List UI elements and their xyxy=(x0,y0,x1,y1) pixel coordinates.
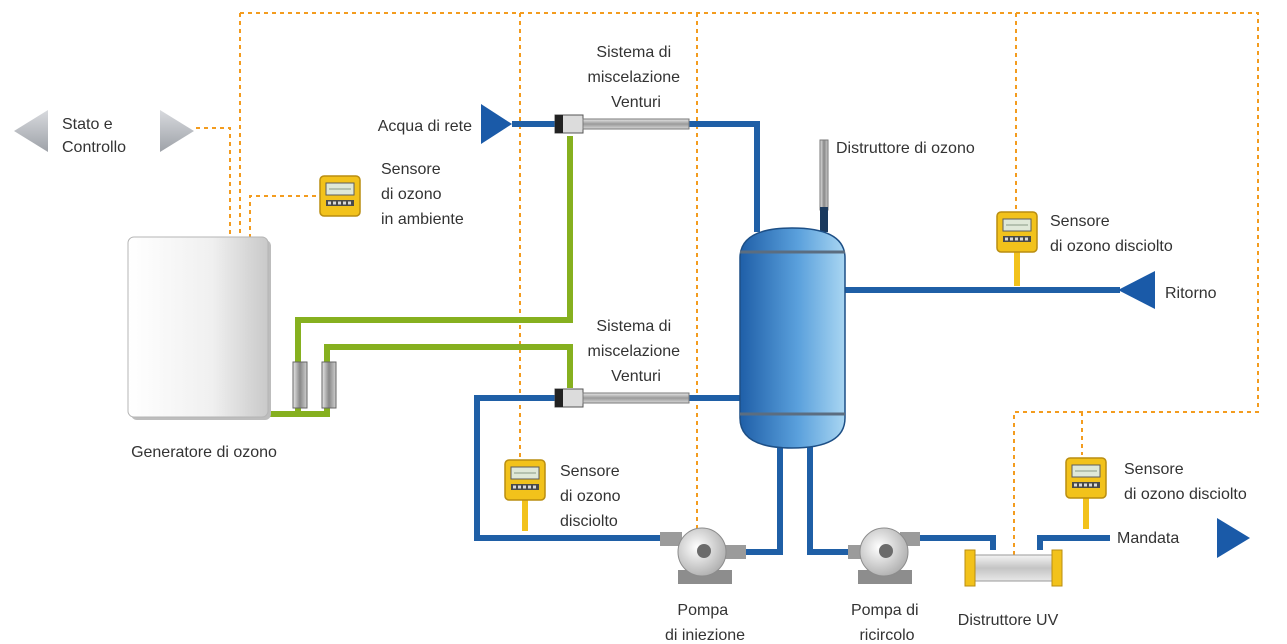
delivery-outlet-arrow-icon xyxy=(1217,518,1250,558)
dissolved-sensor-left-label: Sensore di ozono disciolto xyxy=(560,463,625,530)
ozone-sensor-icon xyxy=(504,459,546,531)
ozone-destructor-label: Distruttore di ozono xyxy=(836,140,975,157)
delivery-label: Mandata xyxy=(1117,530,1179,547)
water-pipes xyxy=(474,121,1120,555)
contact-tank xyxy=(739,227,846,449)
injection-pump-label: Pompa di iniezione xyxy=(665,602,745,644)
mains-water-inlet-arrow-icon xyxy=(481,104,512,144)
uv-destructor xyxy=(964,549,1063,587)
return-inlet-arrow-icon xyxy=(1118,271,1155,309)
gray-left-arrow-icon[interactable] xyxy=(14,110,48,152)
mains-water-label: Acqua di rete xyxy=(378,118,472,135)
control-lines xyxy=(196,12,1259,555)
venturi-bottom-label: Sistema di miscelazione Venturi xyxy=(588,318,685,385)
ozone-sensor-icon xyxy=(996,211,1038,286)
gray-right-arrow-icon[interactable] xyxy=(160,110,194,152)
venturi-top-label: Sistema di miscelazione Venturi xyxy=(588,44,685,111)
venturi-top xyxy=(554,114,690,134)
ozone-destructor xyxy=(819,139,829,232)
ozone-sensor-icon xyxy=(1065,457,1107,529)
generator-label: Generatore di ozono xyxy=(131,444,277,461)
ambient-sensor-label: Sensore di ozono in ambiente xyxy=(381,161,464,228)
venturi-bottom xyxy=(554,388,690,408)
ozone-sensor-icon xyxy=(319,175,361,217)
return-label: Ritorno xyxy=(1165,285,1217,302)
status-control-label: Stato e Controllo xyxy=(62,116,126,156)
dissolved-sensor-right-label: Sensore di ozono disciolto xyxy=(1050,213,1173,255)
recirculation-pump xyxy=(848,527,920,584)
recirculation-pump-label: Pompa di ricircolo xyxy=(851,602,923,644)
uv-destructor-label: Distruttore UV xyxy=(958,612,1059,629)
dissolved-sensor-bottom-label: Sensore di ozono disciolto xyxy=(1124,461,1247,503)
ozone-generator xyxy=(127,236,337,420)
injection-pump xyxy=(660,527,746,584)
